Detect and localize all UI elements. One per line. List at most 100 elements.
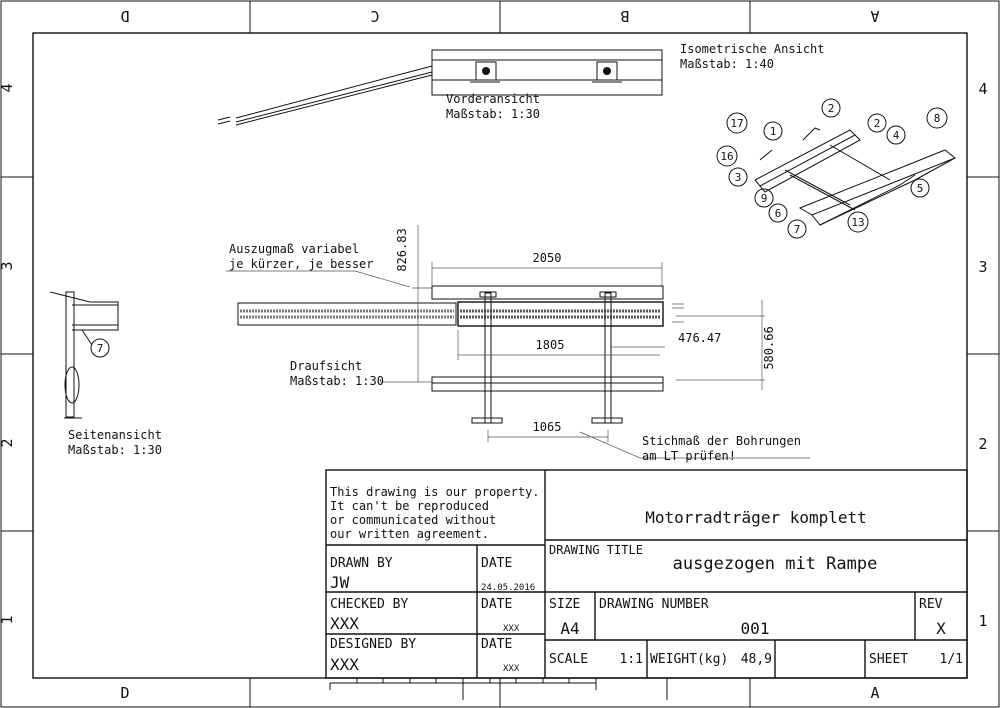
title-block-text: This drawing is our property. It can't b… [330, 485, 963, 674]
svg-text:2: 2 [828, 102, 835, 115]
balloon: 17 [726, 112, 748, 134]
zone-bottom-d: D [120, 684, 129, 702]
zone-left-4: 4 [0, 83, 16, 92]
balloon: 16 [716, 145, 738, 167]
dim-476: 476.47 [678, 331, 721, 345]
top-view-title: Draufsicht [290, 359, 362, 373]
checked-by-label: CHECKED BY [330, 597, 408, 612]
balloon: 3 [728, 167, 748, 187]
sheet-label: SHEET [869, 652, 908, 667]
drawn-date: 24.05.2016 [481, 583, 535, 593]
title-block [325, 469, 968, 679]
svg-text:8: 8 [934, 112, 941, 125]
dim-580: 580.66 [762, 326, 776, 369]
scale-value: 1:1 [620, 652, 643, 667]
rev-value: X [936, 619, 946, 638]
checked-date-label: DATE [481, 597, 512, 612]
iso-view-scale: Maßstab: 1:40 [680, 57, 774, 71]
top-view [237, 285, 664, 424]
zone-top-a: A [870, 7, 879, 25]
balloon: 2 [821, 98, 841, 118]
note-holes-2: am LT prüfen! [642, 449, 736, 463]
svg-text:6: 6 [775, 207, 782, 220]
balloon: 7 [90, 338, 110, 358]
svg-text:3: 3 [735, 171, 742, 184]
zone-top-b: B [620, 7, 629, 25]
sheet-value: 1/1 [940, 652, 963, 667]
top-view-scale: Maßstab: 1:30 [290, 374, 384, 388]
drawn-by-label: DRAWN BY [330, 556, 393, 571]
property-note-3: or communicated without [330, 513, 496, 527]
balloon: 9 [754, 188, 774, 208]
weight-label: WEIGHT(kg) [650, 652, 728, 667]
drawing-title-label: DRAWING TITLE [549, 543, 643, 557]
designed-by-label: DESIGNED BY [330, 637, 416, 652]
property-note-4: our written agreement. [330, 527, 489, 541]
side-view-scale: Maßstab: 1:30 [68, 443, 162, 457]
rev-label: REV [919, 597, 943, 612]
zone-left-2: 2 [0, 438, 16, 447]
balloon: 1 [763, 121, 783, 141]
balloon: 2 [867, 113, 887, 133]
balloon: 5 [910, 178, 930, 198]
drawing-number: 001 [741, 619, 770, 638]
property-note-2: It can't be reproduced [330, 499, 489, 513]
zone-labels: D C B A D A 4 3 2 1 4 3 2 1 [0, 7, 988, 702]
zone-top-c: C [370, 7, 379, 25]
svg-text:17: 17 [730, 117, 743, 130]
front-view-scale: Maßstab: 1:30 [446, 107, 540, 121]
balloon: 4 [886, 125, 906, 145]
designed-by: XXX [330, 655, 359, 674]
svg-text:1: 1 [770, 125, 777, 138]
front-view-title: Vorderansicht [446, 92, 540, 106]
zone-right-2: 2 [978, 435, 987, 453]
drawing-title: ausgezogen mit Rampe [673, 554, 878, 574]
size-label: SIZE [549, 597, 580, 612]
balloon: 8 [926, 107, 948, 129]
zone-right-1: 1 [978, 612, 987, 630]
svg-text:2: 2 [874, 117, 881, 130]
balloon: 13 [847, 211, 869, 233]
note-extension-2: je kürzer, je besser [229, 257, 374, 271]
balloon: 7 [787, 219, 807, 239]
svg-text:4: 4 [893, 129, 900, 142]
side-view [49, 291, 119, 419]
scale-ruler [329, 678, 668, 700]
checked-by: XXX [330, 614, 359, 633]
balloon: 6 [768, 203, 788, 223]
iso-view [754, 127, 956, 226]
dim-1805: 1805 [536, 338, 565, 352]
front-view [217, 49, 663, 126]
dim-2050: 2050 [533, 251, 562, 265]
svg-text:7: 7 [794, 223, 801, 236]
zone-left-3: 3 [0, 261, 16, 270]
designed-date: XXX [503, 664, 520, 674]
property-note-1: This drawing is our property. [330, 485, 540, 499]
zone-right-4: 4 [978, 80, 987, 98]
note-holes-1: Stichmaß der Bohrungen [642, 434, 801, 448]
zone-top-d: D [120, 7, 129, 25]
dimension-lines [226, 225, 810, 459]
dim-826: 826.83 [395, 228, 409, 271]
drawing-number-label: DRAWING NUMBER [599, 597, 709, 612]
drawn-by: JW [330, 573, 350, 592]
designed-date-label: DATE [481, 637, 512, 652]
iso-view-title: Isometrische Ansicht [680, 42, 825, 56]
size-value: A4 [560, 619, 579, 638]
zone-right-3: 3 [978, 258, 987, 276]
zone-left-1: 1 [0, 615, 16, 624]
weight-value: 48,9 [741, 652, 772, 667]
side-view-title: Seitenansicht [68, 428, 162, 442]
scale-label: SCALE [549, 652, 588, 667]
svg-text:5: 5 [917, 182, 924, 195]
checked-date: XXX [503, 624, 520, 634]
drawing-frame [32, 32, 968, 679]
svg-text:13: 13 [851, 216, 864, 229]
svg-text:7: 7 [97, 342, 104, 355]
svg-text:9: 9 [761, 192, 768, 205]
iso-balloons: 17 1 2 2 4 8 16 3 9 6 7 5 13 [716, 98, 948, 239]
svg-text:16: 16 [720, 150, 733, 163]
zone-bottom-a: A [870, 684, 879, 702]
note-extension-1: Auszugmaß variabel [229, 242, 359, 256]
